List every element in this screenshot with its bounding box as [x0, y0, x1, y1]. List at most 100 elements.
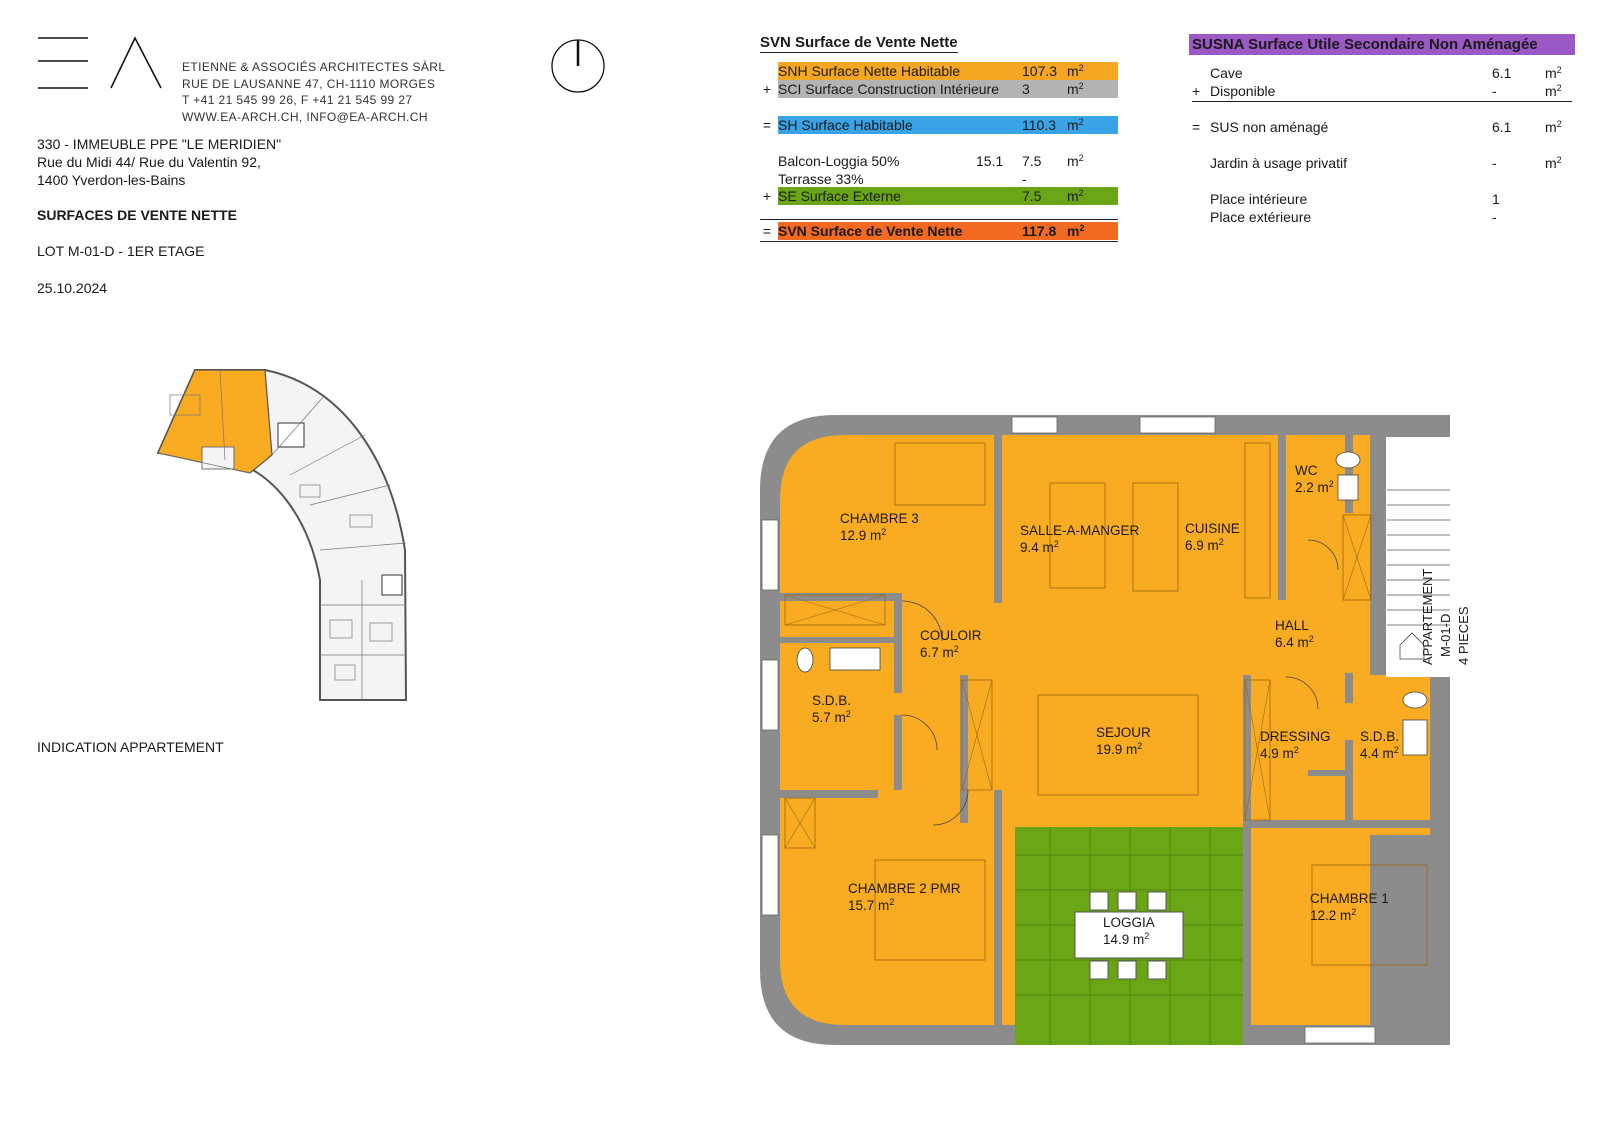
svn-title: SVN Surface de Vente Nette: [760, 34, 958, 53]
svn-separator: [760, 219, 1118, 220]
room-area: 9.4 m2: [1020, 539, 1059, 555]
room-name: CHAMBRE 1: [1310, 891, 1389, 906]
room-name: S.D.B.: [1360, 729, 1399, 744]
svn-row: = SVN Surface de Vente Nette 117.8 m2: [760, 222, 1120, 240]
key-plan: [156, 369, 408, 701]
room-area: 6.7 m2: [920, 644, 959, 660]
room-name: HALL: [1275, 618, 1309, 633]
susna-row-unit: m2: [1545, 155, 1562, 171]
susna-row: Place extérieure -: [1192, 208, 1572, 226]
susna-row-label: SUS non aménagé: [1210, 119, 1329, 135]
svn-row-value: -: [1022, 171, 1027, 187]
room-name: CUISINE: [1185, 521, 1240, 536]
room-name: WC: [1295, 463, 1318, 478]
room-area: 6.9 m2: [1185, 537, 1224, 553]
firm-address: RUE DE LAUSANNE 47, CH-1110 MORGES: [182, 76, 436, 91]
susna-row-label: Jardin à usage privatif: [1210, 155, 1347, 171]
svn-row-label: SVN Surface de Vente Nette: [778, 223, 963, 239]
firm-logo: [38, 36, 162, 89]
room-area: 5.7 m2: [812, 709, 851, 725]
svn-row-value: 3: [1022, 81, 1030, 97]
susna-row: Jardin à usage privatif - m2: [1192, 154, 1572, 172]
north-arrow-icon: [551, 39, 605, 93]
susna-row: Place intérieure 1: [1192, 190, 1572, 208]
apartment-label-line-1: APPARTEMENT: [1420, 569, 1435, 665]
susna-row-unit: m2: [1545, 83, 1562, 99]
svn-separator: [760, 241, 1118, 242]
svn-row: + SCI Surface Construction Intérieure 3 m2: [760, 80, 1120, 98]
susna-row: = SUS non aménagé 6.1 m2: [1192, 118, 1572, 136]
svn-row-operator: =: [762, 117, 772, 133]
room-name: COULOIR: [920, 628, 982, 643]
susna-row-value: -: [1492, 209, 1497, 225]
project-name: 330 - IMMEUBLE PPE "LE MERIDIEN": [37, 136, 282, 152]
susna-separator: [1192, 101, 1572, 102]
svn-row-operator: +: [762, 81, 772, 97]
susna-row-value: 1: [1492, 191, 1500, 207]
apartment-highlight: [157, 369, 273, 474]
susna-row-value: 6.1: [1492, 65, 1512, 81]
svn-row-value: 110.3: [1022, 117, 1056, 133]
svn-row-highlight: [778, 222, 1118, 240]
room-area: 15.7 m2: [848, 897, 894, 913]
svn-row-value: 117.8: [1022, 223, 1057, 239]
room-area: 12.9 m2: [840, 527, 886, 543]
svn-row-label: SE Surface Externe: [778, 188, 901, 204]
svn-row-highlight: [778, 80, 1118, 98]
svn-row-label: SCI Surface Construction Intérieure: [778, 81, 999, 97]
susna-row-unit: m2: [1545, 119, 1562, 135]
habitable-area: [780, 435, 1430, 1025]
room-area: 14.9 m2: [1103, 931, 1149, 947]
room-name: DRESSING: [1260, 729, 1331, 744]
svn-row-label: Terrasse 33%: [778, 171, 864, 187]
project-address-1: Rue du Midi 44/ Rue du Valentin 92,: [37, 154, 261, 170]
svn-row-unit: m2: [1067, 153, 1084, 169]
susna-row-value: 6.1: [1492, 119, 1512, 135]
svn-row-operator: =: [762, 223, 772, 239]
susna-row-label: Disponible: [1210, 83, 1276, 99]
svn-row-unit: m2: [1067, 117, 1084, 133]
svn-row-operator: +: [762, 188, 772, 204]
svn-row-highlight: [778, 62, 1118, 80]
svn-row-value: 7.5: [1022, 153, 1042, 169]
indication-label: INDICATION APPARTEMENT: [37, 739, 224, 755]
firm-phone: T +41 21 545 99 26, F +41 21 545 99 27: [182, 93, 413, 107]
room-area: 12.2 m2: [1310, 907, 1356, 923]
svn-row-value: 7.5: [1022, 188, 1042, 204]
susna-row-label: Place extérieure: [1210, 209, 1312, 225]
room-name: LOGGIA: [1103, 915, 1155, 930]
room-area: 4.9 m2: [1260, 745, 1299, 761]
room-name: S.D.B.: [812, 693, 851, 708]
project-address-2: 1400 Yverdon-les-Bains: [37, 172, 186, 188]
document-date: 25.10.2024: [37, 280, 108, 296]
susna-row-operator: =: [1192, 119, 1201, 135]
svn-row-unit: m2: [1067, 188, 1084, 204]
room-name: SEJOUR: [1096, 725, 1151, 740]
susna-row-value: -: [1492, 155, 1497, 171]
apartment-label: APPARTEMENT M-01-D 4 PIECES: [1420, 569, 1471, 665]
firm-name: ETIENNE & ASSOCIÉS ARCHITECTES SÀRL: [182, 60, 446, 74]
svn-row: = SH Surface Habitable 110.3 m2: [760, 116, 1120, 134]
svn-row-label: SNH Surface Nette Habitable: [778, 63, 961, 79]
svn-row-label: SH Surface Habitable: [778, 117, 913, 133]
susna-row-value: -: [1492, 83, 1497, 99]
firm-info: ETIENNE & ASSOCIÉS ARCHITECTES SÀRL RUE …: [182, 59, 445, 125]
lot-label: LOT M-01-D - 1ER ETAGE: [37, 243, 205, 259]
document-title: SURFACES DE VENTE NETTE: [37, 207, 237, 223]
room-area: 6.4 m2: [1275, 634, 1314, 650]
svn-row-unit: m2: [1067, 63, 1084, 79]
svn-row-highlight: [778, 187, 1118, 205]
susna-row-label: Place intérieure: [1210, 191, 1308, 207]
room-name: SALLE-A-MANGER: [1020, 523, 1140, 538]
svn-row: SNH Surface Nette Habitable 107.3 m2: [760, 62, 1120, 80]
svn-row-unit: m2: [1067, 223, 1085, 239]
susna-row-operator: +: [1192, 83, 1201, 99]
susna-row-unit: m2: [1545, 65, 1562, 81]
svn-row: + SE Surface Externe 7.5 m2: [760, 187, 1120, 205]
room-area: 19.9 m2: [1096, 741, 1142, 757]
room-name: CHAMBRE 3: [840, 511, 919, 526]
apartment-label-line-3: 4 PIECES: [1456, 606, 1471, 665]
svn-row-value: 107.3: [1022, 63, 1058, 79]
svn-row-unit: m2: [1067, 81, 1084, 97]
room-area: 2.2 m2: [1295, 479, 1334, 495]
